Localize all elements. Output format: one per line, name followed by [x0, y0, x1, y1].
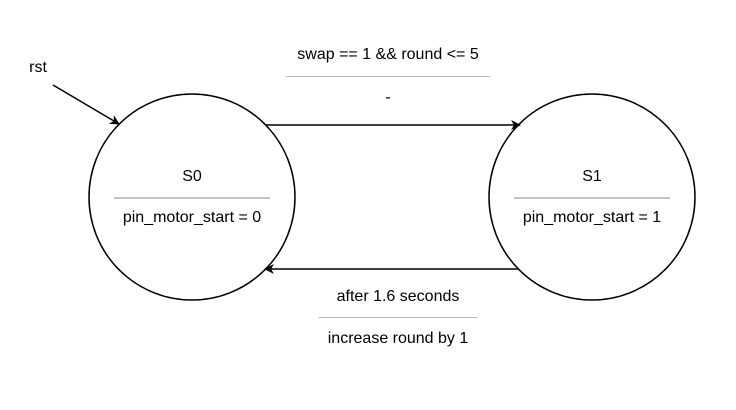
reset-arrow: [52, 84, 120, 125]
state-s1-circle[interactable]: [488, 93, 696, 301]
reset-label: rst: [29, 59, 47, 76]
transition-s0-s1-action: -: [385, 89, 391, 106]
transition-s1-s0-condition: after 1.6 seconds: [336, 288, 460, 305]
transition-s1-s0-action: increase round by 1: [327, 330, 469, 347]
transition-s0-s1-divider: [286, 76, 490, 77]
state-s0-output: pin_motor_start = 0: [122, 209, 262, 226]
state-s1-output: pin_motor_start = 1: [522, 209, 662, 226]
transition-s1-s0-divider: [319, 317, 477, 318]
transition-s0-s1-condition: swap == 1 && round <= 5: [297, 46, 479, 63]
state-s0-name: S0: [182, 168, 202, 185]
state-s0-circle[interactable]: [88, 93, 296, 301]
state-s1-name: S1: [582, 168, 602, 185]
